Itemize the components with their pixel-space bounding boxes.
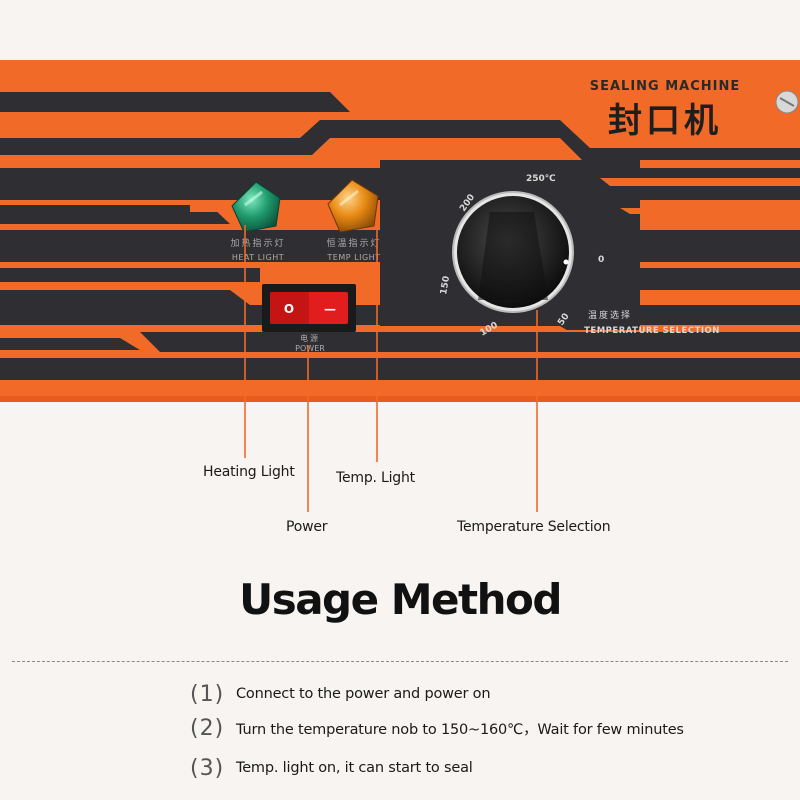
dial-label-150: 150 [439, 275, 452, 295]
callout-power: Power [286, 519, 328, 535]
dial-label-0: 0 [598, 255, 604, 265]
dial-label-250: 250℃ [526, 174, 556, 184]
heat-light-label-cn: 加热指示灯 [230, 237, 285, 249]
usage-method-title: Usage Method [239, 575, 562, 624]
brand-chinese: 封口机 [608, 101, 722, 141]
switch-off-mark: — [324, 302, 336, 316]
temperature-dial[interactable] [452, 191, 574, 313]
callout-temp-light: Temp. Light [336, 470, 415, 486]
temp-light-label-cn: 恒温指示灯 [326, 237, 381, 249]
usage-step: (1) Connect to the power and power on [190, 679, 491, 709]
power-label-cn: 电源 [300, 333, 320, 343]
temp-light-indicator [327, 179, 379, 233]
temp-selection-label-cn: 温度选择 [588, 309, 632, 321]
panel-orange-traces [0, 116, 800, 358]
callout-leader-lines [244, 225, 538, 512]
heat-light-indicator [231, 181, 281, 233]
step-text: Connect to the power and power on [236, 686, 491, 702]
step-number: (1) [190, 681, 225, 707]
panel-decoration [0, 92, 800, 380]
temp-light-label-en: TEMP LIGHT [326, 253, 380, 262]
step-number: (2) [190, 715, 225, 741]
step-text: Turn the temperature nob to 150~160℃，Wai… [236, 721, 684, 738]
temp-selection-label-en: TEMPERATURE SELECTION [584, 326, 720, 336]
screw-icon [775, 90, 799, 114]
usage-step: (3) Temp. light on, it can start to seal [190, 753, 473, 783]
brand-english: SEALING MACHINE [590, 79, 741, 94]
switch-on-mark: O [284, 302, 294, 316]
dashed-divider [12, 661, 788, 662]
heat-light-label-en: HEAT LIGHT [232, 253, 284, 262]
step-number: (3) [190, 755, 225, 781]
callout-heating-light: Heating Light [203, 464, 295, 480]
power-label-en: POWER [295, 344, 325, 353]
callout-temperature-selection: Temperature Selection [457, 519, 611, 535]
usage-step: (2) Turn the temperature nob to 150~160℃… [190, 713, 684, 743]
step-text: Temp. light on, it can start to seal [236, 760, 473, 776]
power-switch[interactable] [262, 284, 356, 332]
